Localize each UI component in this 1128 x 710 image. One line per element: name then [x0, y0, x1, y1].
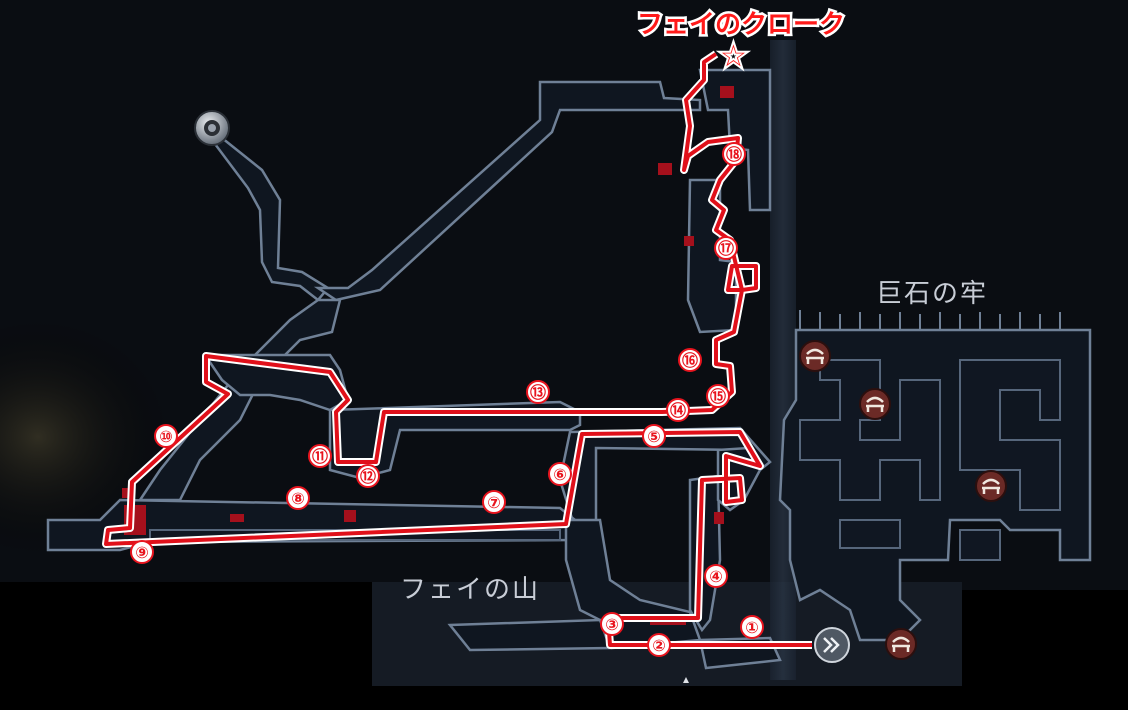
waypoint-1: ① [740, 615, 764, 639]
waypoint-label: ⑯ [682, 351, 698, 370]
bench-icon[interactable] [859, 388, 891, 420]
goal-star-icon: ☆ [720, 39, 747, 74]
waypoint-6: ⑥ [548, 462, 572, 486]
waypoint-8: ⑧ [286, 486, 310, 510]
waypoint-11: ⑪ [308, 444, 332, 468]
waypoint-label: ⑫ [360, 467, 376, 486]
waypoint-2: ② [647, 633, 671, 657]
waypoint-label: ⑦ [487, 493, 501, 512]
waypoint-15: ⑮ [706, 384, 730, 408]
bench-icon[interactable] [975, 470, 1007, 502]
waypoint-label: ① [745, 618, 759, 637]
coin-icon[interactable] [194, 110, 230, 146]
waypoint-3: ③ [600, 612, 624, 636]
waypoint-label: ⑰ [718, 239, 734, 258]
waypoint-10: ⑩ [154, 424, 178, 448]
waypoint-label: ② [652, 636, 666, 655]
waypoint-7: ⑦ [482, 490, 506, 514]
waypoint-9: ⑨ [130, 540, 154, 564]
waypoint-label: ③ [605, 615, 619, 634]
waypoint-label: ⑪ [312, 447, 328, 466]
waypoint-label: ⑨ [135, 543, 149, 562]
waypoint-label: ⑮ [710, 387, 726, 406]
waypoint-label: ⑥ [553, 465, 567, 484]
vertical-shaft [770, 40, 796, 680]
chevrons-icon[interactable] [814, 627, 850, 663]
waypoint-13: ⑬ [526, 380, 550, 404]
waypoint-17: ⑰ [714, 236, 738, 260]
map-walls [46, 68, 1092, 670]
waypoint-label: ⑬ [530, 383, 546, 402]
stag-station-icon[interactable] [885, 628, 917, 660]
area-label-prison: 巨石の牢 [876, 279, 988, 309]
waypoint-18: ⑱ [722, 142, 746, 166]
area-label-mountain: フェイの山 [400, 575, 540, 605]
waypoint-label: ④ [709, 567, 723, 586]
waypoint-4: ④ [704, 564, 728, 588]
waypoint-label: ⑩ [159, 427, 173, 446]
waypoint-label: ⑧ [291, 489, 305, 508]
waypoint-5: ⑤ [642, 424, 666, 448]
waypoint-12: ⑫ [356, 464, 380, 488]
bench-icon[interactable] [799, 340, 831, 372]
direction-marker-icon [683, 677, 689, 683]
waypoint-label: ⑱ [726, 145, 742, 164]
waypoint-label: ⑭ [670, 401, 686, 420]
waypoint-14: ⑭ [666, 398, 690, 422]
waypoint-label: ⑤ [647, 427, 661, 446]
waypoint-16: ⑯ [678, 348, 702, 372]
goal-label: フェイのクローク [637, 10, 845, 40]
